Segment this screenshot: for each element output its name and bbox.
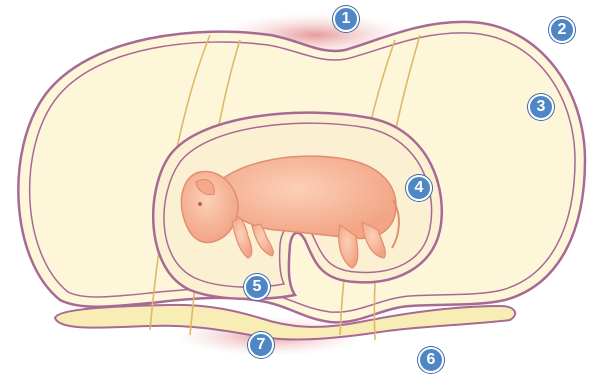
marker-6: 6	[418, 347, 444, 373]
fetus-eye	[198, 202, 202, 206]
marker-3: 3	[528, 94, 554, 120]
marker-4: 4	[406, 175, 432, 201]
marker-5-label: 5	[253, 278, 262, 296]
marker-1: 1	[333, 6, 359, 32]
marker-3-label: 3	[537, 98, 546, 116]
marker-1-label: 1	[342, 10, 351, 28]
marker-7-label: 7	[257, 336, 266, 354]
marker-2: 2	[549, 17, 575, 43]
marker-5: 5	[244, 274, 270, 300]
marker-2-label: 2	[558, 21, 567, 39]
marker-4-label: 4	[415, 179, 424, 197]
marker-6-label: 6	[427, 351, 436, 369]
marker-7: 7	[248, 332, 274, 358]
